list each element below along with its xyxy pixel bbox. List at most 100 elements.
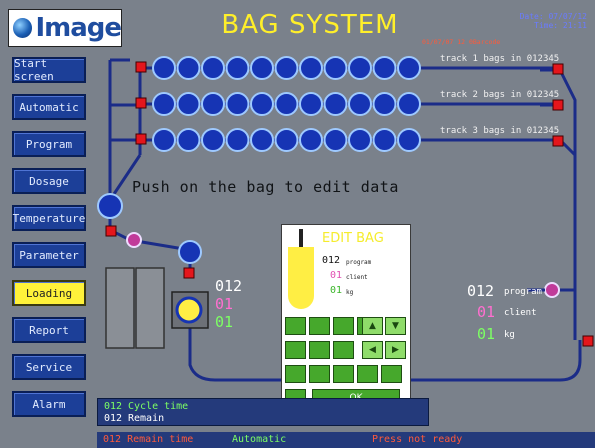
nav-start-screen[interactable]: Start screen bbox=[12, 57, 86, 83]
bag-2-7[interactable] bbox=[299, 92, 323, 116]
bag-2-3[interactable] bbox=[201, 92, 225, 116]
nav-program[interactable]: Program bbox=[12, 131, 86, 157]
remain-label: Remain bbox=[128, 413, 165, 424]
loading-program-value: 012 bbox=[215, 277, 243, 295]
keypad-key[interactable] bbox=[309, 317, 330, 335]
left-arrow-button[interactable]: ◀ bbox=[362, 341, 383, 359]
bag-3-4[interactable] bbox=[225, 128, 250, 152]
track-3-label: track 3 bags in 012345 bbox=[440, 126, 560, 136]
nav-loading[interactable]: Loading bbox=[12, 280, 86, 306]
bag-3-3[interactable] bbox=[201, 128, 225, 152]
bag-2-5[interactable] bbox=[250, 92, 274, 116]
sensor-icon bbox=[135, 133, 147, 145]
screen-title: BAG SYSTEM bbox=[221, 10, 399, 40]
bag-icon bbox=[288, 247, 314, 309]
bag-1-2[interactable] bbox=[176, 56, 201, 80]
keypad-key[interactable] bbox=[381, 365, 402, 383]
bag-3-9[interactable] bbox=[348, 128, 372, 152]
nav-temperature[interactable]: Temperature bbox=[12, 205, 86, 231]
remain-time-text: 012 Remain time bbox=[103, 434, 194, 445]
down-arrow-button[interactable]: ▼ bbox=[385, 317, 406, 335]
bag-1-9[interactable] bbox=[348, 56, 372, 80]
bag-2-1[interactable] bbox=[152, 92, 176, 116]
edit-bag-dialog: EDIT BAG 012 program 01 client 01 kg ▲ ▼… bbox=[281, 224, 411, 416]
bag-1-3[interactable] bbox=[201, 56, 225, 80]
bag-1-10[interactable] bbox=[372, 56, 397, 80]
bag-3-10[interactable] bbox=[372, 128, 397, 152]
keypad-key[interactable] bbox=[309, 341, 330, 359]
nav-automatic[interactable]: Automatic bbox=[12, 94, 86, 120]
edit-client-value[interactable]: 01 bbox=[330, 270, 343, 281]
bag-on-scale-icon[interactable] bbox=[175, 296, 203, 324]
edit-client-label: client bbox=[346, 274, 368, 281]
remain-value: 012 bbox=[104, 413, 123, 424]
bag-3-1[interactable] bbox=[152, 128, 176, 152]
bag-2-6[interactable] bbox=[274, 92, 299, 116]
right-arrow-button[interactable]: ▶ bbox=[385, 341, 406, 359]
nav-report[interactable]: Report bbox=[12, 317, 86, 343]
bag-1-5[interactable] bbox=[250, 56, 274, 80]
time-text: Time: 21:11 bbox=[534, 21, 587, 30]
bag-1-8[interactable] bbox=[323, 56, 348, 80]
right-kg-label: kg bbox=[504, 330, 515, 340]
company-logo: Image bbox=[8, 9, 122, 47]
cycle-time-value: 012 bbox=[104, 401, 123, 412]
bag-2-8[interactable] bbox=[323, 92, 348, 116]
bag-1-6[interactable] bbox=[274, 56, 299, 80]
date-text: Date: 07/07/12 bbox=[519, 12, 587, 21]
edit-kg-value[interactable]: 01 bbox=[330, 285, 343, 296]
barcode-info: 01/07/07 12 0Barcode bbox=[422, 38, 501, 46]
track-2-label: track 2 bags in 012345 bbox=[440, 90, 560, 100]
bag-3-5[interactable] bbox=[250, 128, 274, 152]
keypad-key[interactable] bbox=[309, 365, 330, 383]
nav-alarm[interactable]: Alarm bbox=[12, 391, 86, 417]
keypad-key[interactable] bbox=[285, 365, 306, 383]
logo-globe-icon bbox=[13, 18, 33, 38]
keypad-key[interactable] bbox=[285, 341, 306, 359]
bag-2-9[interactable] bbox=[348, 92, 372, 116]
client-marker-icon bbox=[544, 282, 560, 298]
keypad-key[interactable] bbox=[357, 365, 378, 383]
bag-1-1[interactable] bbox=[152, 56, 176, 80]
sensor-icon bbox=[582, 335, 594, 347]
sensor-icon bbox=[183, 267, 195, 279]
bag-3-2[interactable] bbox=[176, 128, 201, 152]
sensor-icon bbox=[552, 135, 564, 147]
edit-program-value[interactable]: 012 bbox=[322, 255, 341, 266]
keypad-key[interactable] bbox=[285, 317, 306, 335]
bag-3-11[interactable] bbox=[397, 128, 421, 152]
bag-1-11[interactable] bbox=[397, 56, 421, 80]
nav-dosage[interactable]: Dosage bbox=[12, 168, 86, 194]
sensor-icon bbox=[135, 97, 147, 109]
status-footer: 012 Remain time Automatic Press not read… bbox=[97, 432, 595, 448]
sensor-icon bbox=[105, 225, 117, 237]
bag-2-11[interactable] bbox=[397, 92, 421, 116]
edit-program-label: program bbox=[346, 259, 372, 266]
bag-2-2[interactable] bbox=[176, 92, 201, 116]
bag-1-4[interactable] bbox=[225, 56, 250, 80]
bag-2-4[interactable] bbox=[225, 92, 250, 116]
bag-entry-2[interactable] bbox=[178, 240, 202, 264]
bag-2-10[interactable] bbox=[372, 92, 397, 116]
loading-machine-right bbox=[135, 267, 165, 349]
nav-service[interactable]: Service bbox=[12, 354, 86, 380]
right-client-value: 01 bbox=[477, 303, 496, 321]
loading-machine-left bbox=[105, 267, 135, 349]
bag-3-7[interactable] bbox=[299, 128, 323, 152]
loading-kg-value: 01 bbox=[215, 313, 234, 331]
bag-1-7[interactable] bbox=[299, 56, 323, 80]
bag-3-8[interactable] bbox=[323, 128, 348, 152]
keypad-key[interactable] bbox=[333, 365, 354, 383]
bag-entry-1[interactable] bbox=[97, 193, 123, 219]
keypad-key[interactable] bbox=[333, 341, 354, 359]
cycle-time-label: Cycle time bbox=[128, 401, 189, 412]
right-kg-value: 01 bbox=[477, 325, 496, 343]
up-arrow-button[interactable]: ▲ bbox=[362, 317, 383, 335]
nav-parameter[interactable]: Parameter bbox=[12, 242, 86, 268]
bag-3-6[interactable] bbox=[274, 128, 299, 152]
keypad-key[interactable] bbox=[333, 317, 354, 335]
cycle-status-panel: 012 Cycle time 012 Remain bbox=[97, 398, 429, 426]
date-time-readout: Date: 07/07/12 Time: 21:11 bbox=[520, 12, 587, 30]
instruction-message: Push on the bag to edit data bbox=[132, 178, 399, 196]
